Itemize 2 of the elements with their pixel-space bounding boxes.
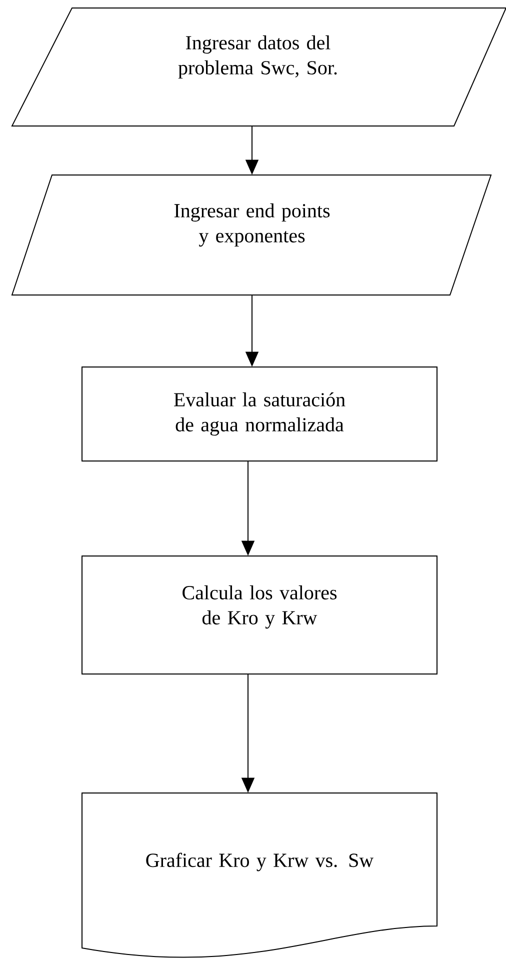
process-box: Evaluar la saturación de agua normalizada xyxy=(82,366,438,462)
process-box: Calcula los valores de Kro y Krw xyxy=(82,556,438,674)
